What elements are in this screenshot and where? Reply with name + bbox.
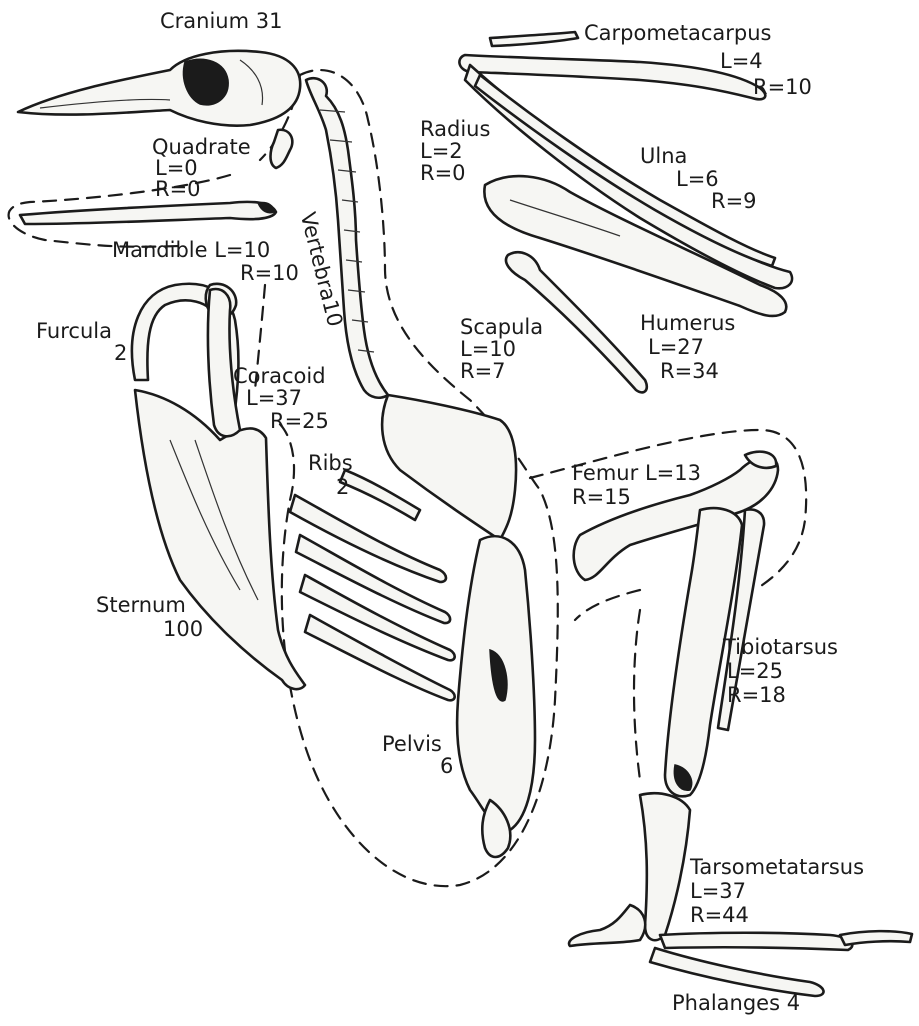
phalanges-bones bbox=[650, 931, 912, 996]
cranium-count: 31 bbox=[256, 9, 283, 33]
scapula-right-count: R=7 bbox=[460, 360, 506, 382]
mandible-right-count: R=10 bbox=[240, 262, 299, 284]
scapula-left-count: L=10 bbox=[460, 338, 516, 360]
femur-name: Femur bbox=[572, 461, 638, 485]
sternum-count: 100 bbox=[163, 618, 203, 640]
tarsometatarsus-left-count: L=37 bbox=[690, 880, 746, 902]
carpometacarpus-right-count: R=10 bbox=[753, 76, 812, 98]
femur-right-count: R=15 bbox=[572, 486, 631, 508]
tibiotarsus-right-count: R=18 bbox=[727, 684, 786, 706]
phalanges-count: 4 bbox=[787, 991, 800, 1015]
carpometacarpus-label: Carpometacarpus bbox=[584, 22, 771, 44]
ulna-label: Ulna bbox=[640, 145, 687, 167]
femur-label: Femur L=13 bbox=[572, 462, 701, 484]
phalanges-name: Phalanges bbox=[672, 991, 780, 1015]
radius-left-count: L=2 bbox=[420, 140, 463, 162]
mandible-bone bbox=[20, 202, 276, 224]
mandible-name: Mandible bbox=[112, 238, 208, 262]
radius-label: Radius bbox=[420, 118, 490, 140]
quadrate-label: Quadrate bbox=[152, 136, 251, 158]
quadrate-right-count: R=0 bbox=[155, 178, 201, 200]
radius-right-count: R=0 bbox=[420, 162, 466, 184]
quadrate-left-count: L=0 bbox=[155, 157, 198, 179]
sternum-label: Sternum bbox=[96, 594, 186, 616]
tibiotarsus-left-count: L=25 bbox=[727, 660, 783, 682]
tibia-link-dashed bbox=[634, 610, 640, 780]
pelvis-count: 6 bbox=[440, 755, 453, 777]
scapula-label: Scapula bbox=[460, 316, 543, 338]
tarsometatarsus-right-count: R=44 bbox=[690, 904, 749, 926]
mandible-left-count: L=10 bbox=[214, 238, 270, 262]
ribs-count: 2 bbox=[336, 476, 349, 498]
pelvis-label: Pelvis bbox=[382, 733, 442, 755]
coracoid-label: Coracoid bbox=[233, 365, 326, 387]
furcula-count: 2 bbox=[114, 342, 127, 364]
mandible-label: Mandible L=10 bbox=[112, 239, 270, 261]
tibiotarsus-label: Tibiotarsus bbox=[723, 636, 838, 658]
cranium-name: Cranium bbox=[160, 9, 249, 33]
cranium-label: Cranium 31 bbox=[160, 10, 283, 32]
humerus-label: Humerus bbox=[640, 312, 735, 334]
ulna-right-count: R=9 bbox=[711, 190, 757, 212]
coracoid-left-count: L=37 bbox=[246, 387, 302, 409]
pelvis-bone bbox=[457, 536, 535, 857]
carpometacarpus-left-count: L=4 bbox=[720, 50, 763, 72]
humerus-right-count: R=34 bbox=[660, 360, 719, 382]
ribs-label: Ribs bbox=[308, 452, 353, 474]
furcula-label: Furcula bbox=[36, 320, 112, 342]
femur-left-count: L=13 bbox=[645, 461, 701, 485]
ulna-left-count: L=6 bbox=[676, 168, 719, 190]
tarsometatarsus-bone bbox=[569, 793, 690, 946]
cranium-bone bbox=[18, 51, 300, 126]
quadrate-bone bbox=[271, 130, 293, 168]
humerus-left-count: L=27 bbox=[648, 336, 704, 358]
femur-link-dashed bbox=[575, 590, 640, 620]
phalanges-label: Phalanges 4 bbox=[672, 992, 800, 1014]
tarsometatarsus-label: Tarsometatarsus bbox=[690, 856, 864, 878]
coracoid-right-count: R=25 bbox=[270, 410, 329, 432]
